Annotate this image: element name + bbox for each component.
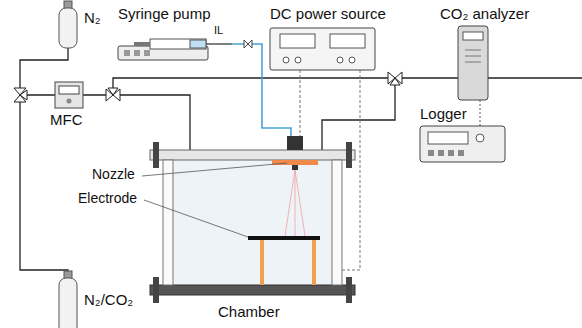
nozzle [285,170,305,236]
power-source [349,57,355,63]
data-logger [476,134,484,142]
syringe-pump [150,39,206,49]
three-way-valve [388,72,402,85]
nozzle [287,136,303,150]
chamber-body [346,142,352,168]
mass-flow-controller [55,82,83,108]
three-way-valve [14,88,27,102]
gas-cylinder [59,278,77,328]
part-name: MFC [50,112,83,129]
gas-analyzer [458,26,488,100]
syringe-pump [144,50,150,56]
chamber-body [150,150,355,160]
gas-analyzer [463,32,483,40]
chamber-body [150,285,355,295]
power-source [330,34,365,48]
gas-cylinder [59,271,77,328]
syringe-pump [124,50,130,56]
syringe-pump [206,43,232,45]
data-logger [428,150,434,156]
data-logger [428,132,468,144]
three-way-valve [106,88,120,101]
data-logger [420,126,505,162]
gas-pipe [322,78,395,150]
electrode [248,236,320,240]
tube-valve [244,40,252,48]
gas-pipe [113,95,190,150]
syringe-pump [118,39,232,60]
power-source [337,57,343,63]
three-way-valve [388,72,402,85]
chamber-body [332,160,342,285]
leader-line [142,163,287,237]
power-source [283,57,289,63]
leader-line [144,200,248,237]
signal-wire [480,100,481,126]
mass-flow-controller [55,82,83,108]
mass-flow-controller [59,86,79,94]
chamber-body [163,160,173,285]
data-logger [458,150,464,156]
part-name: Logger [420,106,467,123]
gas-cylinder [59,8,77,48]
chamber-body [153,142,159,168]
chamber-body [173,160,332,285]
gas-cylinder [59,1,77,48]
part-name: CO₂ analyzer [440,6,529,23]
tube-valve [244,40,252,48]
liquid-name: IL [214,24,223,36]
gas-pipe [113,78,395,95]
part-name: Chamber [218,304,280,321]
nozzle [272,160,318,165]
mass-flow-controller [67,99,72,104]
three-way-valve [106,88,120,101]
syringe-pump [190,40,206,48]
power-source [270,28,375,70]
three-way-valve [14,88,27,102]
gas-pipe [20,48,582,272]
electrode [312,240,316,285]
data-logger [448,150,454,156]
part-name: DC power source [270,6,386,23]
power-source [280,34,315,48]
signal-wire [480,100,481,126]
electrode [248,236,320,285]
gas-name: N₂/CO₂ [84,292,133,309]
electrode [260,240,264,285]
part-name: Electrode [78,191,137,206]
leader-line [142,163,287,176]
part-name: Syringe pump [118,6,211,23]
data-logger [420,126,505,162]
gas-analyzer [465,50,481,62]
chamber-body [346,277,352,303]
nozzle [292,165,298,170]
gas-name: N₂ [84,10,101,27]
part-name: Nozzle [92,167,135,182]
power-source [270,28,375,70]
electric-wire [300,70,301,136]
data-logger [438,150,444,156]
gas-analyzer [458,26,488,100]
syringe-pump [134,42,150,46]
power-source [295,57,301,63]
nozzle [272,136,318,236]
chamber-body [153,277,159,303]
syringe-pump [134,50,140,56]
